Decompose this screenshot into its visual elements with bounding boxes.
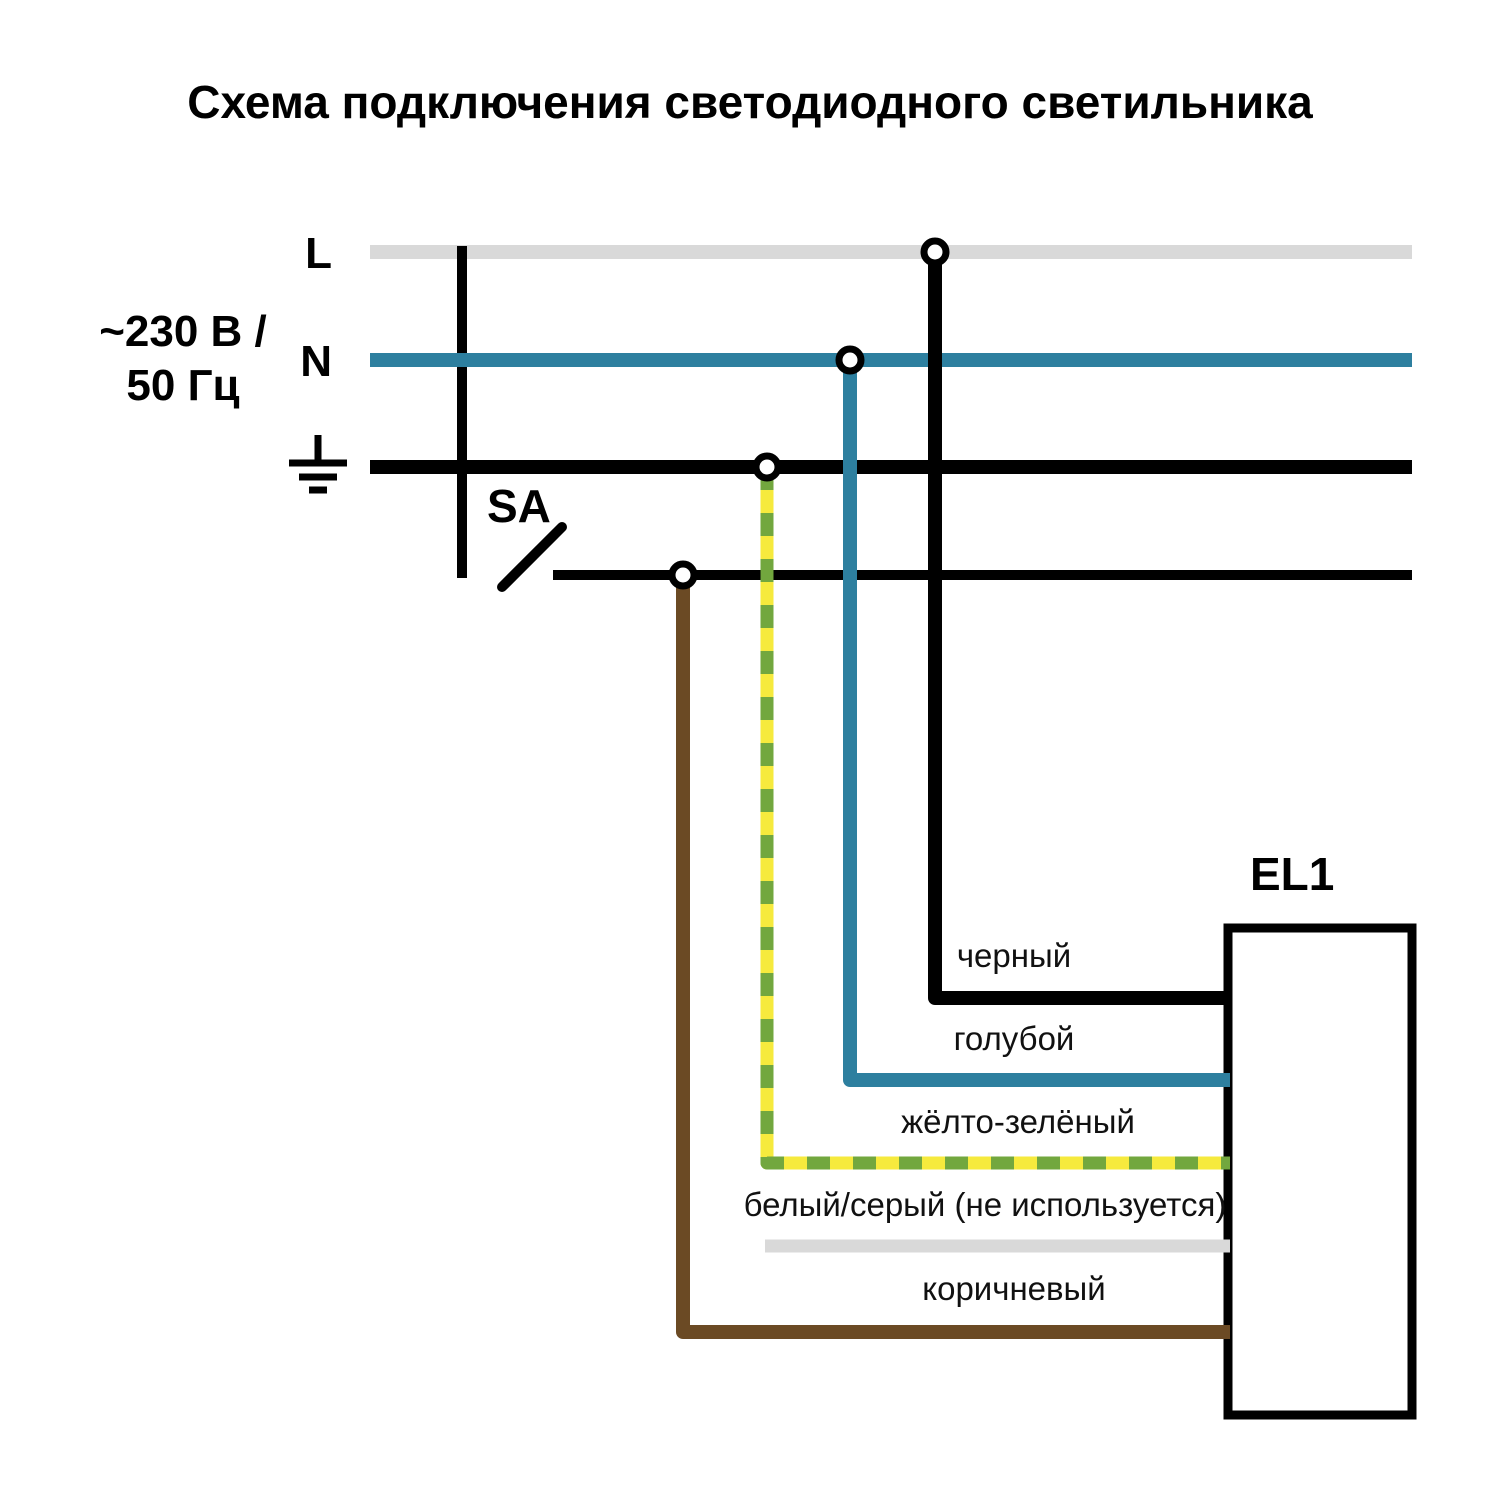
luminaire-box [1223, 923, 1417, 1420]
diagram-title: Схема подключения светодиодного светильн… [187, 76, 1313, 128]
blue-wire [843, 360, 1230, 1087]
junction-dot-neutral [835, 345, 865, 375]
neutral-bus-label: N [300, 337, 332, 386]
wire-label-black: черный [957, 937, 1071, 974]
voltage-label-line2: 50 Гц [126, 361, 239, 410]
brown-wire [676, 575, 1230, 1339]
junction-dot-line [920, 237, 950, 267]
wire-label-gray: белый/серый (не используется) [744, 1186, 1227, 1223]
wire-label-yellow-green: жёлто-зелёный [901, 1103, 1135, 1140]
line-bus-label: L [305, 229, 332, 278]
wire-label-blue: голубой [954, 1020, 1075, 1057]
black-wire [928, 252, 1230, 1005]
switch-label: SA [487, 480, 551, 532]
switch-blade [497, 522, 567, 592]
voltage-label-line1: ~230 В / [99, 307, 267, 356]
earth-ground-icon [289, 435, 347, 494]
wire-label-brown: коричневый [922, 1270, 1105, 1307]
junction-dot-switched [668, 560, 698, 590]
yellow-green-wire-dash [760, 467, 1230, 1170]
luminaire-label: EL1 [1250, 848, 1334, 900]
junction-dot-earth [752, 452, 782, 482]
